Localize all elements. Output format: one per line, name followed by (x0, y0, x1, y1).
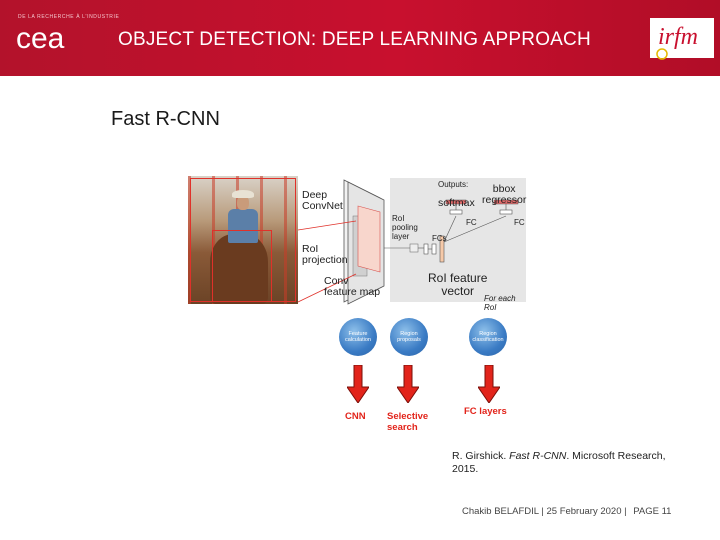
outputs-panel (390, 178, 526, 302)
down-arrow-icon (478, 365, 500, 403)
fc-layers-step-label: FC layers (464, 406, 507, 417)
down-arrow-icon (397, 365, 419, 403)
fcs-label: FCs (432, 234, 447, 243)
svg-text:cea: cea (16, 22, 65, 54)
down-arrow-icon (347, 365, 369, 403)
citation-prefix: R. Girshick. (452, 450, 510, 462)
region-proposals-circle: Region proposals (390, 318, 428, 356)
feature-calculation-circle: Feature calculation (339, 318, 377, 356)
roi-box (212, 230, 272, 302)
roi-pooling-layer-label: RoI pooling layer (392, 214, 418, 241)
fc-left-label: FC (466, 218, 477, 227)
for-each-roi-label: For each RoI (484, 294, 516, 312)
header-band: DE LA RECHERCHE À L'INDUSTRIE cea OBJECT… (0, 0, 720, 76)
citation-suffix: . Microsoft Research, 2015. (452, 450, 666, 475)
softmax-label: softmax (438, 197, 475, 209)
irfm-logo: irfm (650, 18, 714, 60)
logo-subtext: DE LA RECHERCHE À L'INDUSTRIE (18, 14, 120, 20)
outputs-label: Outputs: (438, 180, 469, 189)
svg-text:irfm: irfm (658, 24, 698, 50)
footer: Chakib BELAFDIL | 25 February 2020 | PAG… (462, 506, 671, 517)
cea-logo: cea (16, 22, 65, 54)
conv-feature-map-label: Conv feature map (324, 275, 381, 298)
citation: R. Girshick. Fast R-CNN. Microsoft Resea… (452, 450, 692, 476)
fc-right-label: FC (514, 218, 525, 227)
section-title: Fast R-CNN (111, 108, 220, 130)
diagram-shapes (297, 179, 519, 305)
roi-feature-vector-label: RoI feature vector (428, 271, 488, 298)
deep-convnet-label: Deep ConvNet (302, 189, 343, 212)
footer-author-date: Chakib BELAFDIL | 25 February 2020 | (462, 506, 627, 517)
input-image (188, 176, 298, 304)
bbox-regressor-label: bbox regressor (482, 183, 527, 206)
selective-search-step-label: Selective search (387, 411, 429, 433)
region-classification-circle: Region classification (469, 318, 507, 356)
cnn-step-label: CNN (345, 411, 366, 422)
citation-title: Fast R-CNN (509, 450, 567, 462)
page-number: PAGE 11 (633, 506, 672, 517)
fast-rcnn-diagram: Deep ConvNet RoI projection Conv feature… (188, 176, 528, 312)
slide-title: OBJECT DETECTION: DEEP LEARNING APPROACH (118, 29, 591, 50)
roi-projection-label: RoI projection (302, 243, 348, 266)
